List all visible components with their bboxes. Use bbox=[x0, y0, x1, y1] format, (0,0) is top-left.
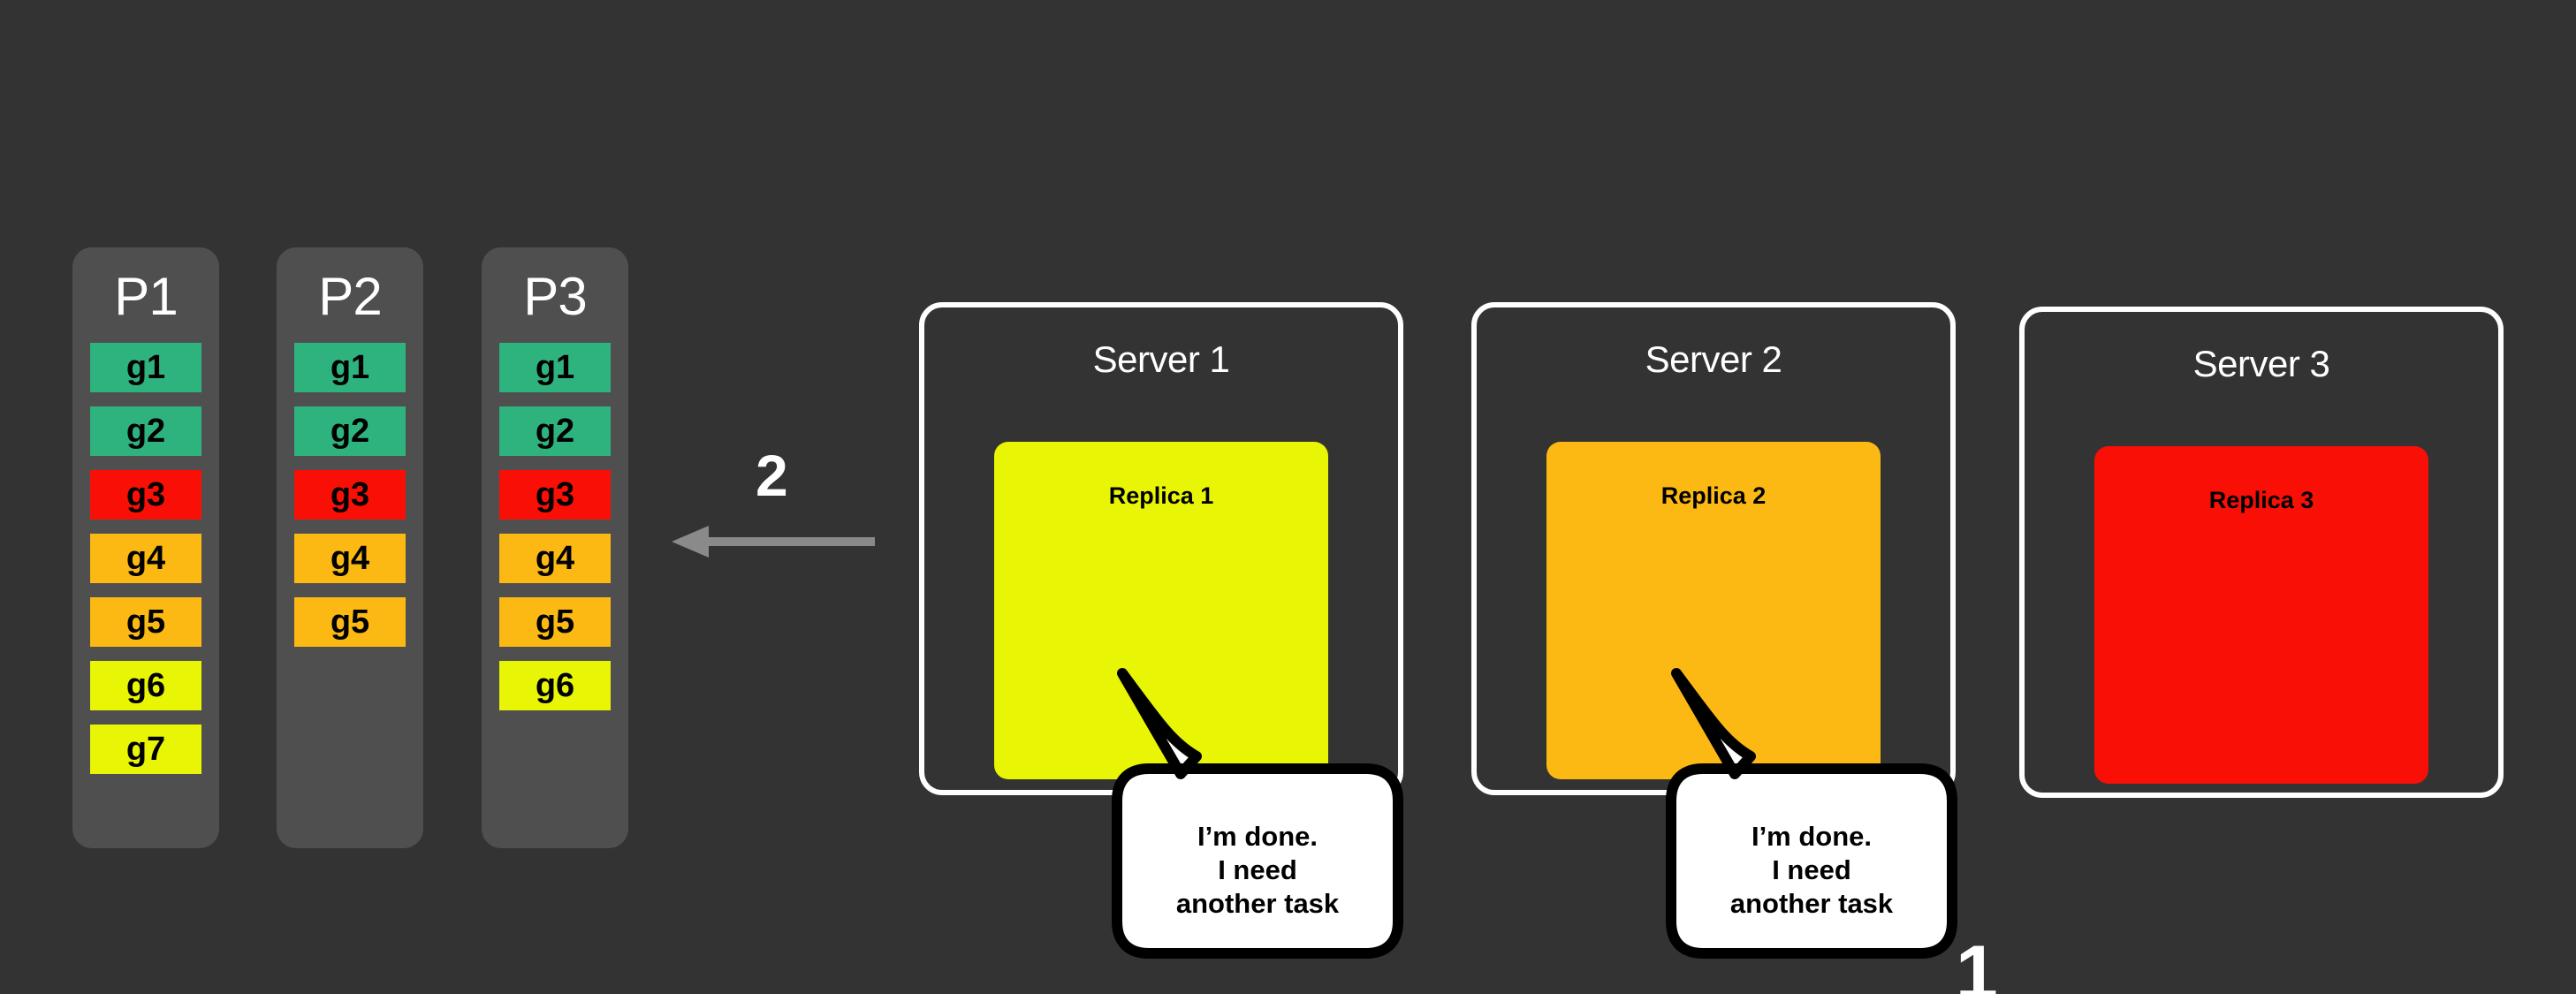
server-title: Server 2 bbox=[1645, 338, 1782, 380]
task-block[interactable]: g2 bbox=[294, 406, 406, 456]
task-block[interactable]: g2 bbox=[499, 406, 611, 456]
step-label-1: 1 bbox=[1956, 930, 1998, 994]
task-block[interactable]: g3 bbox=[294, 470, 406, 520]
task-block[interactable]: g5 bbox=[90, 597, 201, 647]
replica-label: Replica 3 bbox=[2208, 487, 2314, 513]
task-request-arrow-icon bbox=[672, 526, 875, 558]
speech-bubble-text: I’m done. I need another task bbox=[1729, 821, 1894, 919]
arrow-shaft bbox=[707, 537, 875, 546]
speech-bubble-shape-icon bbox=[1112, 668, 1403, 959]
replica-label: Replica 1 bbox=[1108, 482, 1214, 509]
task-block[interactable]: g3 bbox=[90, 470, 201, 520]
task-list: g1 g2 g3 g4 g5 g6 bbox=[482, 343, 628, 725]
replica-box-3[interactable]: Replica 3 bbox=[2094, 446, 2428, 784]
partition-title: P3 bbox=[523, 267, 587, 326]
task-block[interactable]: g7 bbox=[90, 725, 201, 774]
speech-bubble-server-2: I’m done. I need another task bbox=[1666, 668, 1957, 959]
speech-bubble-shape-icon bbox=[1666, 668, 1957, 959]
task-block[interactable]: g4 bbox=[499, 534, 611, 583]
server-box-3[interactable]: Server 3 Replica 3 bbox=[2019, 307, 2504, 798]
partition-column-p3[interactable]: P3 g1 g2 g3 g4 g5 g6 bbox=[482, 247, 628, 848]
task-block[interactable]: g4 bbox=[90, 534, 201, 583]
speech-bubble-server-1: I’m done. I need another task bbox=[1112, 668, 1403, 959]
partition-column-p2[interactable]: P2 g1 g2 g3 g4 g5 bbox=[277, 247, 423, 848]
task-block[interactable]: g1 bbox=[294, 343, 406, 392]
partition-column-p1[interactable]: P1 g1 g2 g3 g4 g5 g6 g7 bbox=[72, 247, 219, 848]
arrow-head-icon bbox=[672, 526, 709, 558]
task-block[interactable]: g6 bbox=[90, 661, 201, 710]
step-label-2: 2 bbox=[756, 443, 788, 508]
partition-title: P2 bbox=[318, 267, 382, 326]
task-list: g1 g2 g3 g4 g5 g6 g7 bbox=[72, 343, 219, 788]
task-list: g1 g2 g3 g4 g5 bbox=[277, 343, 423, 661]
task-block[interactable]: g6 bbox=[499, 661, 611, 710]
task-block[interactable]: g5 bbox=[294, 597, 406, 647]
task-block[interactable]: g4 bbox=[294, 534, 406, 583]
task-block[interactable]: g1 bbox=[499, 343, 611, 392]
server-title: Server 3 bbox=[2192, 343, 2330, 384]
server-box-1[interactable]: Server 1 Replica 1 bbox=[919, 302, 1403, 795]
task-block[interactable]: g3 bbox=[499, 470, 611, 520]
task-block[interactable]: g2 bbox=[90, 406, 201, 456]
partition-title: P1 bbox=[114, 267, 178, 326]
server-title: Server 1 bbox=[1092, 338, 1230, 380]
server-box-2[interactable]: Server 2 Replica 2 bbox=[1471, 302, 1956, 795]
task-block[interactable]: g1 bbox=[90, 343, 201, 392]
task-block[interactable]: g5 bbox=[499, 597, 611, 647]
replica-label: Replica 2 bbox=[1660, 482, 1767, 509]
speech-bubble-text: I’m done. I need another task bbox=[1175, 821, 1340, 919]
